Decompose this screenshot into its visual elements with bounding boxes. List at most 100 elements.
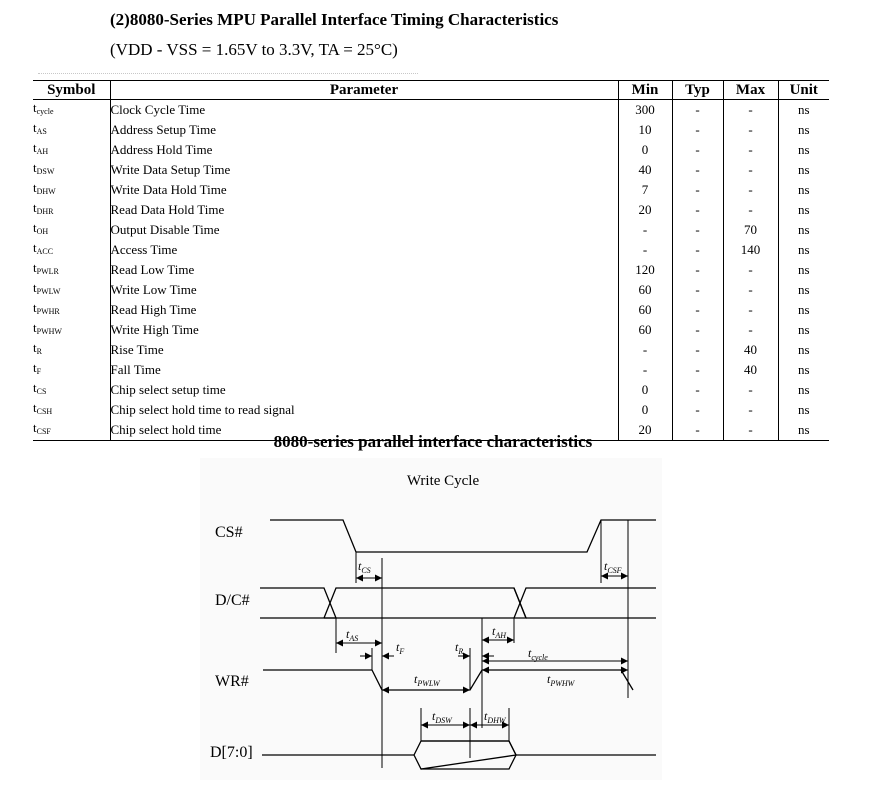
header-max: Max bbox=[722, 80, 778, 100]
t-cs-label: tCS bbox=[358, 559, 371, 575]
symbol-t: t bbox=[33, 340, 37, 355]
parameter-cell: Read Low Time bbox=[109, 260, 618, 280]
min-cell: 40 bbox=[617, 160, 672, 180]
diagram-title: 8080-series parallel interface character… bbox=[273, 432, 593, 451]
unit-cell: ns bbox=[777, 260, 829, 280]
max-cell: - bbox=[722, 400, 778, 420]
symbol-t: t bbox=[33, 220, 37, 235]
unit-cell: ns bbox=[777, 320, 829, 340]
symbol-cell: tOH bbox=[33, 220, 110, 240]
symbol-cell: tAH bbox=[33, 140, 110, 160]
unit-cell: ns bbox=[777, 140, 829, 160]
symbol-t: t bbox=[33, 180, 37, 195]
unit-cell: ns bbox=[777, 180, 829, 200]
parameter-cell: Clock Cycle Time bbox=[109, 99, 618, 120]
typ-cell: - bbox=[671, 120, 723, 140]
symbol-t: t bbox=[33, 380, 37, 395]
unit-cell: ns bbox=[777, 360, 829, 380]
min-cell: 0 bbox=[617, 140, 672, 160]
symbol-t: t bbox=[33, 160, 37, 175]
symbol-t: t bbox=[33, 420, 37, 435]
symbol-subscript: DSW bbox=[36, 167, 55, 176]
max-cell: - bbox=[722, 140, 778, 160]
dc-waveform bbox=[260, 587, 656, 619]
min-cell: - bbox=[617, 360, 672, 380]
symbol-t: t bbox=[33, 360, 37, 375]
timing-arrows bbox=[336, 572, 628, 729]
symbol-subscript: PWHR bbox=[36, 307, 60, 316]
parameter-cell: Rise Time bbox=[109, 340, 618, 360]
min-cell: 0 bbox=[617, 400, 672, 420]
min-cell: 300 bbox=[617, 99, 672, 120]
max-cell: - bbox=[722, 300, 778, 320]
min-cell: - bbox=[617, 340, 672, 360]
parameter-cell: Address Hold Time bbox=[109, 140, 618, 160]
max-cell: - bbox=[722, 260, 778, 280]
parameter-cell: Chip select hold time to read signal bbox=[109, 400, 618, 420]
t-as-label: tAS bbox=[346, 627, 358, 643]
max-cell: - bbox=[722, 160, 778, 180]
symbol-t: t bbox=[33, 100, 37, 115]
t-cycle-label: tcycle bbox=[528, 646, 548, 662]
symbol-subscript: PWHW bbox=[36, 327, 62, 336]
min-cell: 120 bbox=[617, 260, 672, 280]
symbol-t: t bbox=[33, 260, 37, 275]
min-cell: 60 bbox=[617, 300, 672, 320]
symbol-cell: tcycle bbox=[33, 100, 110, 121]
parameter-cell: Write High Time bbox=[109, 320, 618, 340]
parameter-cell: Access Time bbox=[109, 240, 618, 260]
symbol-t: t bbox=[33, 200, 37, 215]
symbol-cell: tPWHR bbox=[33, 300, 110, 320]
unit-cell: ns bbox=[777, 340, 829, 360]
t-pwlw-label: tPWLW bbox=[414, 672, 441, 688]
section-title: (2)8080-Series MPU Parallel Interface Ti… bbox=[110, 10, 559, 29]
header-min: Min bbox=[617, 80, 672, 100]
parameter-cell: Read Data Hold Time bbox=[109, 200, 618, 220]
unit-cell: ns bbox=[777, 160, 829, 180]
symbol-subscript: CSF bbox=[36, 427, 51, 436]
max-cell: - bbox=[722, 200, 778, 220]
symbol-subscript: OH bbox=[36, 227, 49, 236]
symbol-t: t bbox=[33, 300, 37, 315]
max-cell: 140 bbox=[722, 240, 778, 260]
timing-table: Symbol Parameter Min Typ Max Unit tcycle… bbox=[33, 80, 829, 441]
t-csf-label: tCSF bbox=[604, 559, 622, 575]
symbol-subscript: DHW bbox=[36, 187, 56, 196]
unit-cell: ns bbox=[777, 400, 829, 420]
parameter-cell: Fall Time bbox=[109, 360, 618, 380]
symbol-cell: tDSW bbox=[33, 160, 110, 180]
table-header-row: Symbol Parameter Min Typ Max Unit bbox=[33, 80, 829, 100]
wr-signal-label: WR# bbox=[215, 673, 249, 690]
symbol-subscript: CS bbox=[36, 387, 47, 396]
symbol-subscript: CSH bbox=[36, 407, 53, 416]
unit-cell: ns bbox=[777, 420, 829, 441]
header-unit: Unit bbox=[777, 80, 829, 100]
symbol-t: t bbox=[33, 280, 37, 295]
typ-cell: - bbox=[671, 220, 723, 240]
diagram-background bbox=[200, 458, 662, 780]
typ-cell: - bbox=[671, 280, 723, 300]
t-dsw-label: tDSW bbox=[432, 709, 453, 725]
t-f-label: tF bbox=[396, 640, 404, 656]
max-cell: 40 bbox=[722, 360, 778, 380]
symbol-subscript: PWLR bbox=[36, 267, 59, 276]
max-cell: 70 bbox=[722, 220, 778, 240]
symbol-cell: tPWHW bbox=[33, 320, 110, 340]
parameter-cell: Chip select hold time bbox=[109, 420, 618, 441]
typ-cell: - bbox=[671, 320, 723, 340]
min-cell: 60 bbox=[617, 280, 672, 300]
typ-cell: - bbox=[671, 180, 723, 200]
unit-cell: ns bbox=[777, 220, 829, 240]
parameter-cell: Address Setup Time bbox=[109, 120, 618, 140]
header-parameter: Parameter bbox=[109, 80, 618, 100]
